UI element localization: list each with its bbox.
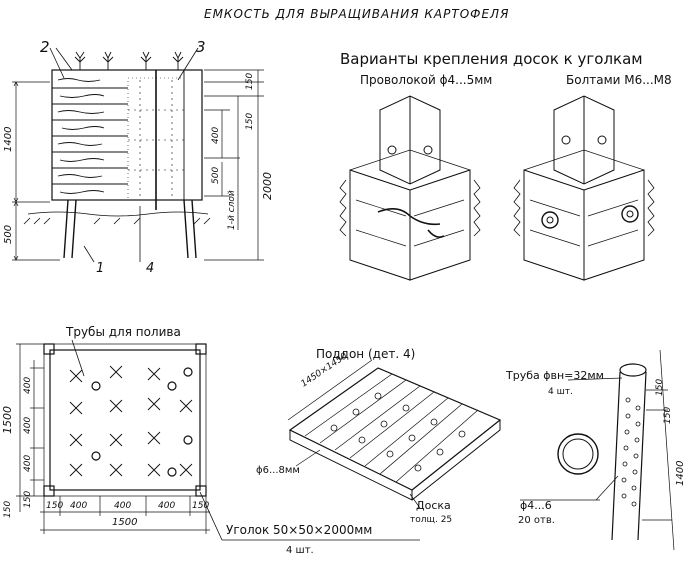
- dim-lines-right: [204, 69, 264, 261]
- corner-angle-tl: [43, 343, 55, 355]
- pallet-holes: [330, 392, 466, 472]
- plan-dim-400-a: 400: [23, 376, 33, 394]
- plan-dim-bottom-400-b: 400: [114, 501, 132, 511]
- plan-dims-left: [16, 343, 44, 512]
- pallet-hole-label: ϕ6...8мм: [256, 465, 300, 476]
- pipe-dim-1400: 1400: [675, 460, 686, 486]
- pipe-detail: [520, 349, 675, 551]
- pipe-hole-label: ϕ4...6: [520, 499, 552, 512]
- plan-dim-bottom-400-a: 400: [70, 501, 88, 511]
- plan-dims-bottom: [40, 496, 210, 534]
- corner-angle-bl: [43, 485, 55, 497]
- plan-view: [16, 339, 420, 541]
- plan-pipes: [91, 367, 193, 477]
- pipe-holes: [621, 397, 641, 507]
- right-wall: [183, 69, 203, 201]
- pipe-dim-150-b: 150: [663, 406, 673, 424]
- pipe-section-inner: [562, 438, 594, 470]
- plan-dim-400-c: 400: [23, 454, 33, 472]
- fastening-bolt-detail: [513, 95, 655, 281]
- hole-leader: [295, 449, 321, 467]
- pallet-view: [287, 359, 502, 509]
- plan-dim-bottom-400-c: 400: [158, 501, 176, 511]
- plan-dim-bottom-150-right: 150: [192, 501, 210, 511]
- pipe-section-outer: [557, 433, 599, 475]
- pipe-leader: [567, 377, 623, 381]
- corner-angle-tr: [195, 343, 207, 355]
- container-outline: [51, 69, 203, 201]
- pipe-label: Труба ϕвн=32мм: [506, 369, 604, 382]
- pipe-dims: [642, 349, 675, 551]
- ground-line: [23, 211, 211, 225]
- fastening-bolt-label: Болтами М6...М8: [566, 73, 672, 87]
- plan-dim-total: 1500: [112, 517, 138, 528]
- plan-dim-150-a: 150: [23, 490, 33, 508]
- first-layer-label: 1-й слой: [227, 190, 237, 230]
- board-label: Доска: [416, 499, 451, 512]
- corner-angle-br: [195, 485, 207, 497]
- side-view: 2 3 1 4: [12, 38, 264, 276]
- dim-150-second: 150: [245, 112, 255, 130]
- plan-plants: [69, 365, 193, 477]
- dim-1400: 1400: [3, 126, 14, 152]
- pipe-quantity: 4 шт.: [548, 387, 573, 397]
- pipes-label: Трубы для полива: [66, 325, 181, 339]
- board-thickness: толщ. 25: [410, 515, 453, 525]
- fastening-wire-label: Проволокой ϕ4...5мм: [360, 73, 493, 87]
- dim-lines-left: [12, 81, 60, 261]
- angle-label: Уголок 50×50×2000мм: [226, 523, 373, 537]
- fastening-heading: Варианты крепления досок к уголкам: [340, 50, 643, 68]
- pipes-leader: [71, 339, 85, 377]
- sprouts: [74, 51, 184, 70]
- callout-3: 3: [196, 38, 206, 56]
- legs: [63, 199, 197, 259]
- hole-leader-pipe: [595, 475, 619, 501]
- plan-dim-bottom-150-left: 150: [46, 501, 64, 511]
- angle-leader: [199, 491, 223, 541]
- plan-outline: [49, 349, 201, 491]
- plan-dim-400-b: 400: [23, 416, 33, 434]
- pallet-boards: [304, 373, 479, 483]
- plan-frame: [43, 343, 207, 497]
- pallet-title: Поддон (дет. 4): [316, 347, 416, 361]
- callout-1: 1: [96, 261, 104, 276]
- dim-2000: 2000: [261, 172, 274, 200]
- dim-500: 500: [3, 224, 14, 244]
- plan-dim-150-b: 150: [3, 500, 13, 518]
- pipe-hole-count: 20 отв.: [518, 515, 555, 526]
- pallet-dim: [287, 359, 373, 421]
- pipe-dim-150-a: 150: [655, 378, 665, 396]
- angle-quantity: 4 шт.: [286, 545, 314, 556]
- page-title: ЕМКОСТЬ ДЛЯ ВЫРАЩИВАНИЯ КАРТОФЕЛЯ: [204, 7, 510, 21]
- callout-4: 4: [146, 261, 154, 276]
- dim-400: 400: [211, 126, 221, 144]
- dim-150-top: 150: [245, 72, 255, 90]
- dim-500-inner: 500: [211, 166, 221, 184]
- planks-left: [52, 78, 128, 194]
- board-leader: [409, 493, 421, 509]
- callout-leaders: [49, 47, 199, 263]
- plan-dim-1500-vertical: 1500: [1, 406, 14, 434]
- callout-2: 2: [40, 38, 50, 56]
- fastening-wire-detail: [339, 95, 481, 281]
